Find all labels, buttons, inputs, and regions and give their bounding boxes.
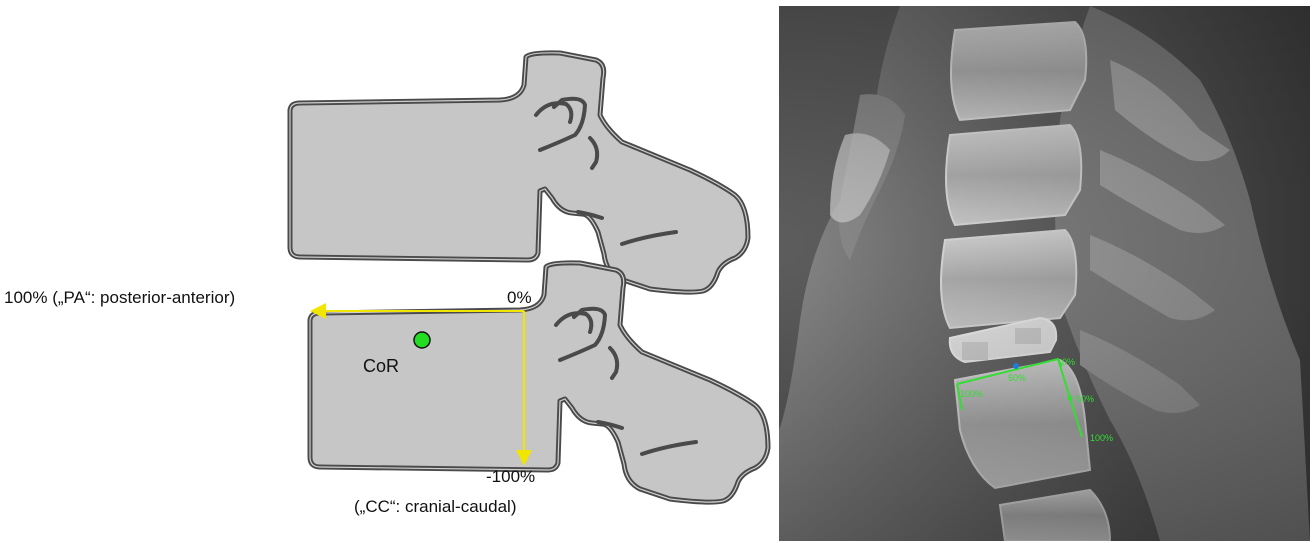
xray-label-side-mid: 50% (1076, 394, 1094, 404)
upper-vertebra-outline (290, 53, 748, 292)
minus-hundred-percent-label: -100% (486, 467, 535, 486)
xray-label-mid: 50% (1008, 373, 1026, 383)
xray-label-side-bottom: 100% (1090, 433, 1113, 443)
cc-axis-label: („CC“: cranial-caudal) (354, 497, 516, 516)
upper-vertebra-diagram (290, 53, 748, 292)
xray-label-right: 0% (1062, 357, 1075, 367)
lower-vertebra-outline (310, 263, 768, 502)
cor-marker (414, 332, 430, 348)
xray-label-left: 100% (960, 389, 983, 399)
pa-axis-label: 100% („PA“: posterior-anterior) (4, 288, 235, 307)
zero-percent-label: 0% (507, 288, 532, 307)
cor-label: CoR (363, 356, 399, 376)
lower-vertebra-diagram (310, 263, 768, 502)
